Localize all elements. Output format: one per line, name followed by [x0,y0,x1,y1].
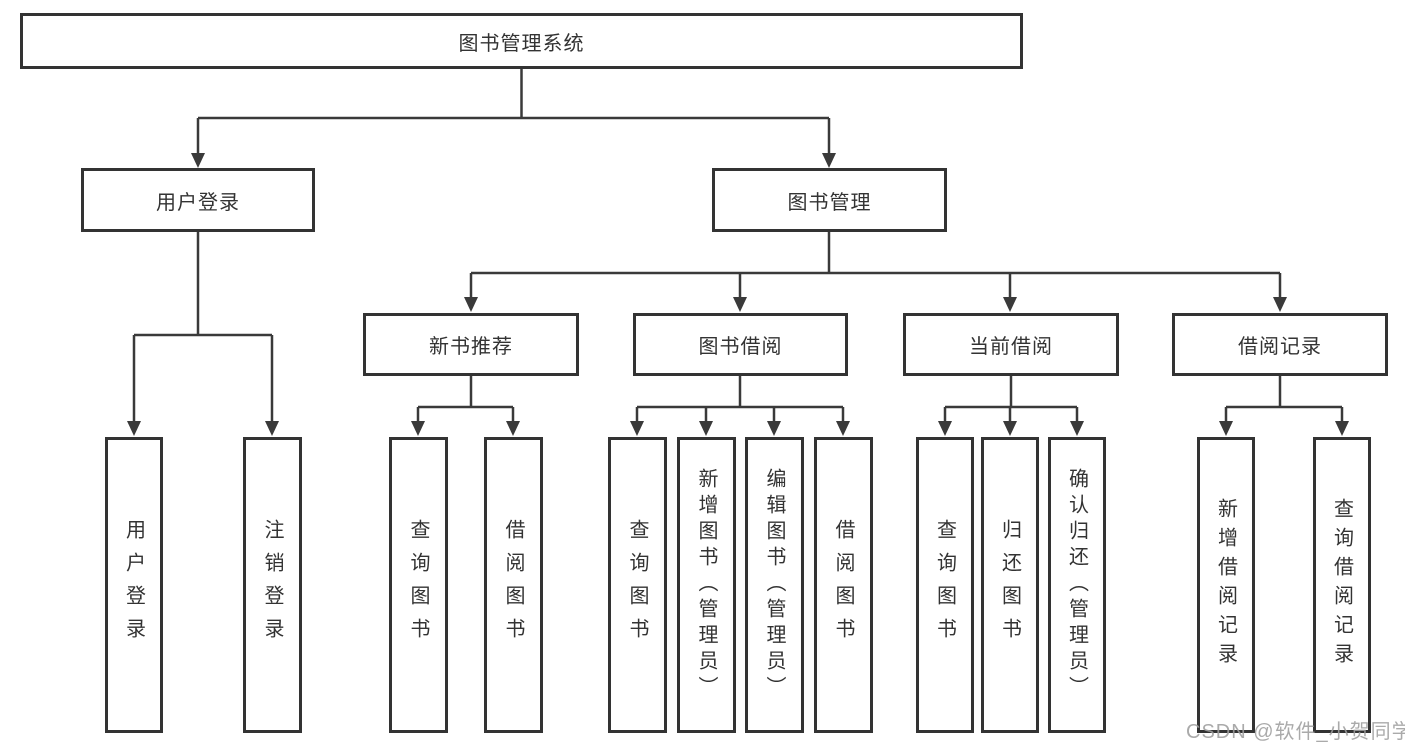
node-current-borrow: 当前借阅 [903,313,1119,376]
node-book-management: 图书管理 [712,168,947,232]
node-book-management-system: 图书管理系统 [20,13,1023,69]
node-new-book-recommend: 新书推荐 [363,313,579,376]
leaf-return-books: 归还图书 [981,437,1039,733]
leaf-confirm-return-admin: 确认归还（管理员） [1048,437,1106,733]
leaf-borrow-books: 借阅图书 [484,437,543,733]
leaf-user-login: 用户登录 [105,437,163,733]
node-user-login: 用户登录 [81,168,315,232]
leaf-query-books: 查询图书 [389,437,448,733]
leaf-add-books-admin: 新增图书（管理员） [677,437,736,733]
node-book-borrow: 图书借阅 [633,313,848,376]
leaf-query-books: 查询图书 [916,437,974,733]
node-borrow-records: 借阅记录 [1172,313,1388,376]
csdn-watermark: CSDN @软件_小贺同学 [1186,721,1405,743]
leaf-add-borrow-record: 新增借阅记录 [1197,437,1255,733]
leaf-query-borrow-record: 查询借阅记录 [1313,437,1371,733]
leaf-edit-books-admin: 编辑图书（管理员） [745,437,804,733]
leaf-borrow-books: 借阅图书 [814,437,873,733]
leaf-logout: 注销登录 [243,437,302,733]
leaf-query-books: 查询图书 [608,437,667,733]
